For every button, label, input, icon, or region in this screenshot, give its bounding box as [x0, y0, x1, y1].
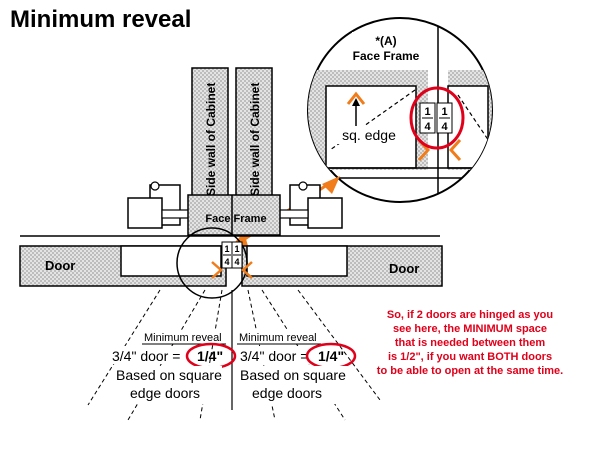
cab-frac-left-den: 4 — [224, 257, 229, 267]
right-note-line2: Based on square — [240, 367, 346, 383]
face-frame-label: Face Frame — [205, 213, 266, 225]
left-door-label: Door — [45, 258, 75, 273]
left-wall-label: Side wall of Cabinet — [204, 83, 218, 196]
right-wall-label: Side wall of Cabinet — [248, 83, 262, 196]
callout-line4: is 1/2", if you want BOTH doors — [388, 351, 552, 363]
left-note-line3: edge doors — [130, 385, 200, 401]
callout-line3: that is needed between them — [395, 337, 546, 349]
minimum-space-callout: So, if 2 doors are hinged as you see her… — [377, 309, 563, 377]
right-note-value: 1/4" — [318, 348, 344, 364]
cab-frac-left-num: 1 — [224, 244, 229, 254]
detail-frac-right-num: 1 — [441, 106, 447, 118]
right-note-heading: Minimum reveal — [239, 332, 317, 344]
callout-line1: So, if 2 doors are hinged as you — [387, 309, 553, 321]
detail-frac-left-den: 4 — [424, 121, 431, 133]
diagram-title: Minimum reveal — [10, 6, 191, 33]
cabinet-section: Side wall of Cabinet Side wall of Cabine… — [19, 67, 443, 421]
detail-label-a: *(A) — [375, 34, 396, 48]
right-note-door-text: 3/4" door = — [240, 348, 308, 364]
callout-line2: see here, the MINIMUM space — [393, 323, 547, 335]
detail-frac-right-den: 4 — [441, 121, 448, 133]
left-note-line2: Based on square — [116, 367, 222, 383]
left-reveal-note: Minimum reveal 3/4" door = 1/4" Based on… — [108, 330, 237, 404]
detail-frac-left-num: 1 — [424, 106, 430, 118]
right-door-label: Door — [389, 261, 419, 276]
right-reveal-note: Minimum reveal 3/4" door = 1/4" Based on… — [236, 330, 357, 404]
detail-edge-label: sq. edge — [342, 127, 396, 143]
callout-line5: to be able to open at the same time. — [377, 365, 563, 377]
detail-magnifier: *(A) Face Frame sq. edge 1 4 1 4 — [307, 17, 493, 203]
detail-highlight-ellipse — [409, 86, 465, 150]
left-note-door-text: 3/4" door = — [112, 348, 180, 364]
left-note-heading: Minimum reveal — [144, 332, 222, 344]
cab-frac-right-num: 1 — [234, 244, 239, 254]
left-note-value: 1/4" — [197, 348, 223, 364]
right-note-line3: edge doors — [252, 385, 322, 401]
cab-frac-right-den: 4 — [234, 257, 239, 267]
detail-face-frame-label: Face Frame — [353, 49, 420, 63]
